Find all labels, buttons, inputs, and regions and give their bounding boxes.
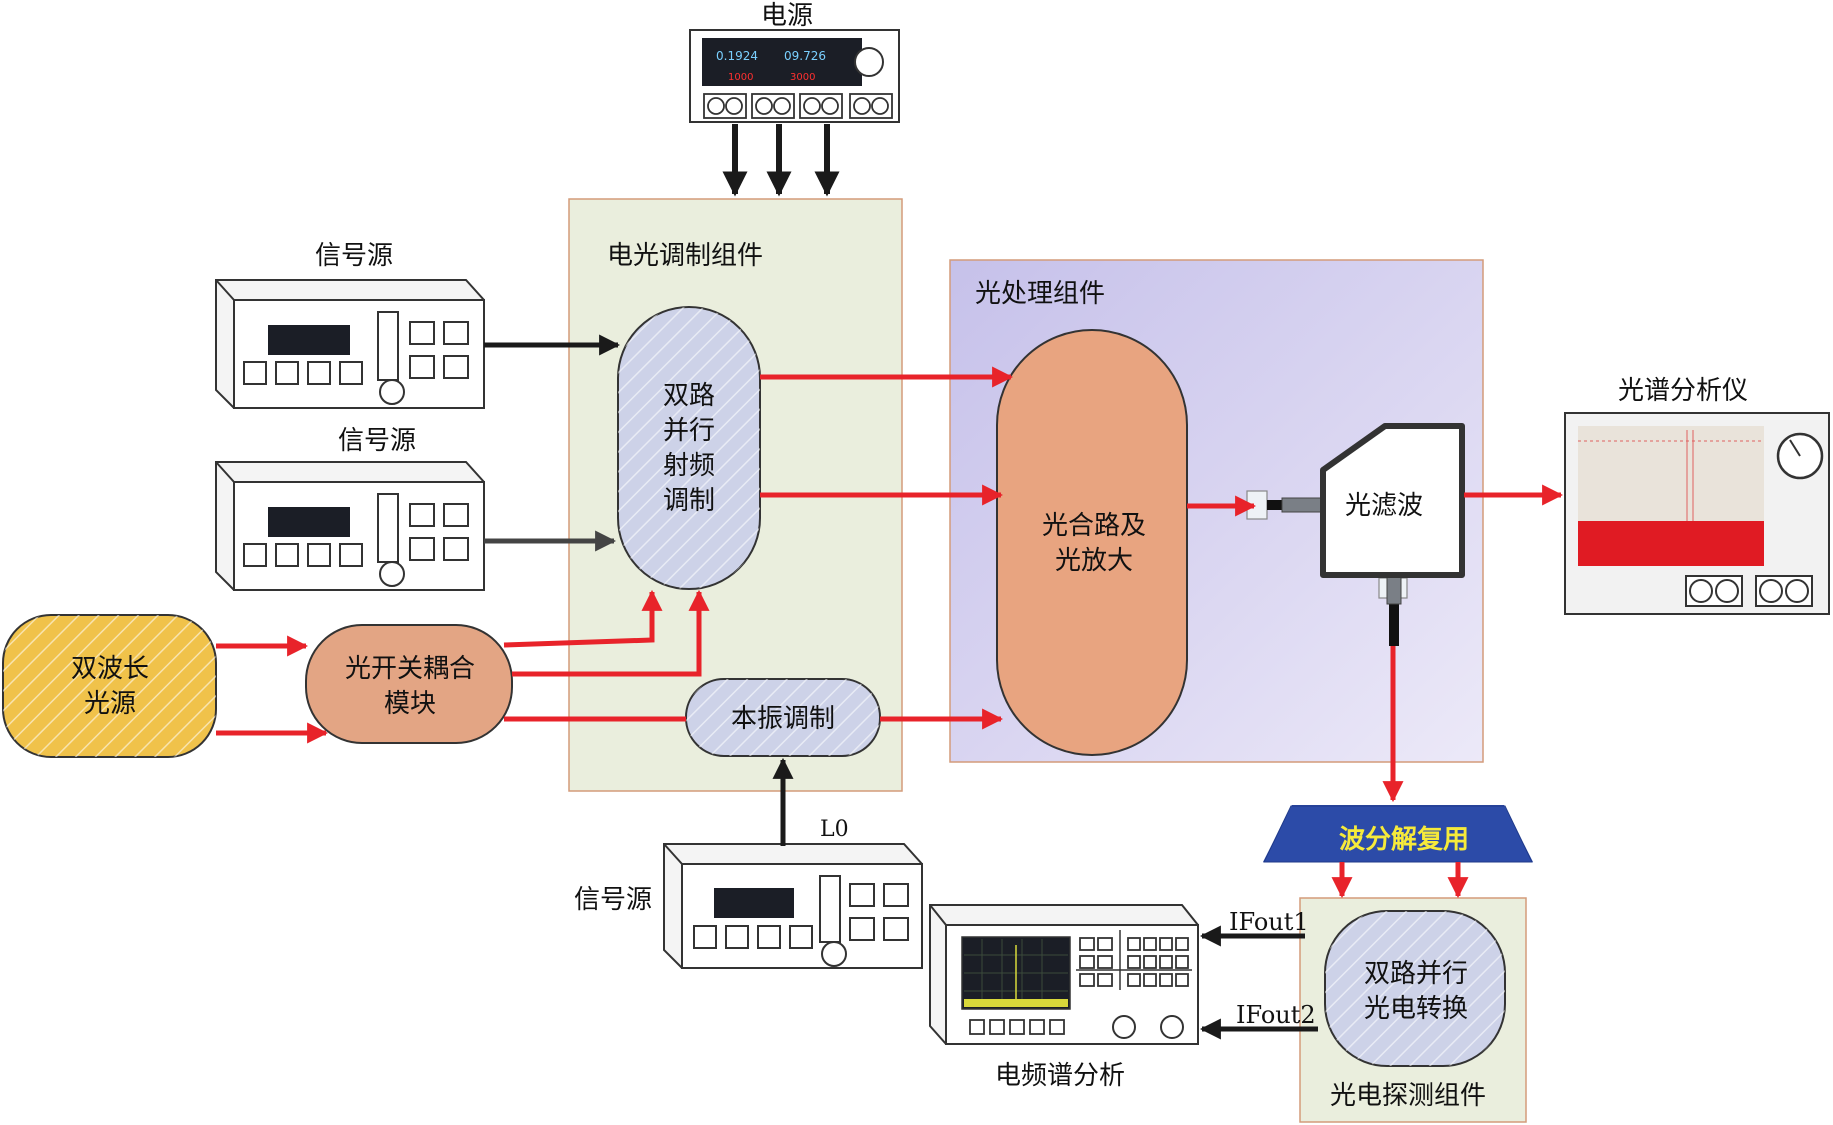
esa-trace (964, 999, 1068, 1007)
laser-line-1: 双波长 (71, 654, 149, 684)
lo-mod-label: 本振调制 (731, 704, 835, 734)
combiner-line-1: 光合路及 (1042, 511, 1146, 541)
signal-source-1-display (268, 325, 350, 355)
dual-wavelength-laser: 双波长 光源 (2, 614, 217, 758)
dual-rf-line-4: 调制 (663, 486, 715, 516)
combiner-amplifier: 光合路及 光放大 (996, 329, 1188, 756)
pd-module-label: 光电探测组件 (1330, 1081, 1486, 1111)
filter-label: 光滤波 (1345, 491, 1423, 521)
osa-label: 光谱分析仪 (1618, 376, 1748, 406)
terminal-icons (703, 93, 893, 119)
knob-icon (1160, 1015, 1184, 1039)
optical-processing-label: 光处理组件 (975, 279, 1105, 309)
knob-icon (1112, 1015, 1136, 1039)
optical-spectrum-analyzer: 光谱分析仪 (1564, 376, 1830, 615)
lo-modulator: 本振调制 (685, 678, 881, 757)
power-supply-label: 电源 (761, 1, 813, 31)
if-out-2-label: IFout2 (1236, 1001, 1316, 1029)
switch-line-1: 光开关耦合 (345, 654, 475, 684)
dual-pd-converter: 双路并行 光电转换 (1324, 910, 1506, 1067)
signal-source-1-label: 信号源 (315, 241, 393, 271)
signal-source-3-display (714, 888, 794, 918)
switch-coupler: 光开关耦合 模块 (305, 624, 513, 744)
signal-source-2-label: 信号源 (338, 426, 416, 456)
pd-line-2: 光电转换 (1364, 994, 1468, 1024)
signal-source-3: 信号源 (574, 843, 923, 969)
dual-rf-line-2: 并行 (663, 416, 715, 446)
power-supply-readout-3: 1000 (728, 72, 753, 83)
combiner-line-2: 光放大 (1055, 546, 1133, 576)
power-supply: 电源 0.1924 09.726 1000 3000 (689, 1, 900, 123)
power-supply-arrows (722, 124, 840, 197)
laser-line-2: 光源 (84, 689, 136, 719)
knob-icon (379, 561, 405, 587)
esa-label: 电频谱分析 (995, 1061, 1125, 1091)
terminal-icons (1685, 575, 1813, 607)
pd-line-1: 双路并行 (1364, 959, 1468, 989)
signal-source-2-display (268, 507, 350, 537)
dual-rf-modulator: 双路 并行 射频 调制 (617, 306, 761, 590)
dual-rf-line-1: 双路 (663, 381, 715, 411)
electrical-links (484, 334, 1318, 1040)
lo-label: L0 (820, 817, 849, 842)
if-out-1-label: IFout1 (1229, 908, 1309, 936)
switch-line-2: 模块 (384, 689, 436, 719)
electrical-spectrum-analyzer: 电频谱分析 (929, 904, 1199, 1091)
power-supply-readout-1: 0.1924 (716, 49, 758, 63)
eo-module-label: 电光调制组件 (607, 241, 763, 271)
fiber-connector-icon (1378, 569, 1408, 646)
dual-rf-line-3: 射频 (663, 451, 715, 481)
wdm-demux: 波分解复用 (1263, 805, 1533, 863)
power-supply-readout-4: 3000 (790, 72, 815, 83)
signal-source-2: 信号源 (215, 426, 485, 591)
knob-icon (379, 379, 405, 405)
knob-icon (821, 941, 847, 967)
signal-source-3-label: 信号源 (574, 885, 652, 915)
optical-links (216, 366, 1564, 899)
wdm-label: 波分解复用 (1339, 825, 1469, 855)
knob-icon (854, 47, 884, 77)
power-supply-display (702, 38, 862, 86)
osa-spectrum-trace (1578, 521, 1764, 566)
power-supply-readout-2: 09.726 (784, 49, 826, 63)
optical-filter: 光滤波 (1320, 423, 1465, 578)
signal-source-1: 信号源 (215, 241, 485, 409)
